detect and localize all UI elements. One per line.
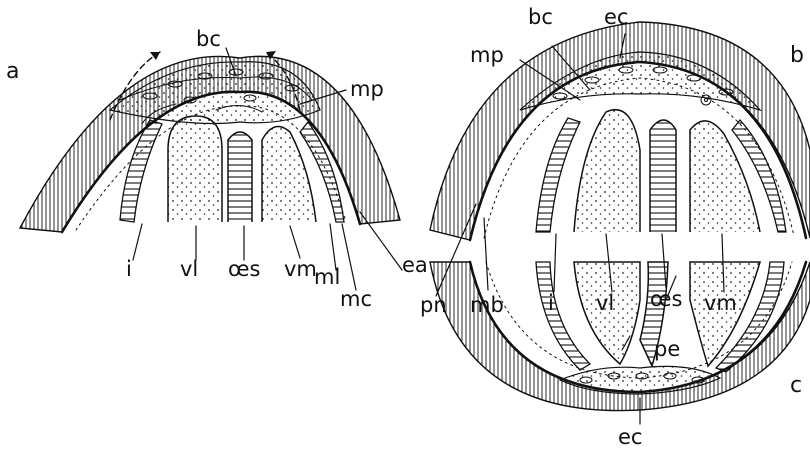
label-a-ml: ml <box>314 265 340 289</box>
panel-a-section <box>20 51 400 232</box>
label-b-i: i <box>548 291 554 315</box>
label-b-vm: vm <box>704 291 737 315</box>
panel-c-section <box>430 262 810 411</box>
label-b-bc: bc <box>528 5 553 29</box>
label-b-pn: pn <box>420 293 447 317</box>
label-b-pe: pe <box>654 337 680 361</box>
panel-label-c: c <box>790 373 802 398</box>
label-a-i: i <box>126 257 132 281</box>
panel-label-b: b <box>790 43 804 68</box>
label-a-mp: mp <box>350 77 384 101</box>
label-b-mp: mp <box>470 43 504 67</box>
panel-a-body-cavity <box>110 62 320 124</box>
label-b-ec: ec <box>604 5 628 29</box>
label-a-mc: mc <box>340 287 372 311</box>
label-a-oes: œs <box>228 257 260 281</box>
label-a-bc: bc <box>196 27 221 51</box>
label-b-oes: œs <box>650 287 682 311</box>
label-a-vm: vm <box>284 257 317 281</box>
label-a-ea: ea <box>402 253 428 277</box>
panel-a-vl-lobe <box>168 116 222 222</box>
panel-label-a: a <box>6 59 19 84</box>
label-a-vl: vl <box>180 257 198 281</box>
panel-b-oesophagus <box>650 120 676 232</box>
panel-b-intestine <box>536 118 580 232</box>
label-b-vl: vl <box>596 291 614 315</box>
panel-b-vl-lobe <box>574 110 640 232</box>
label-c-ec: ec <box>618 425 642 449</box>
panel-a-oesophagus <box>228 132 252 222</box>
label-b-mb: mb <box>470 293 504 317</box>
